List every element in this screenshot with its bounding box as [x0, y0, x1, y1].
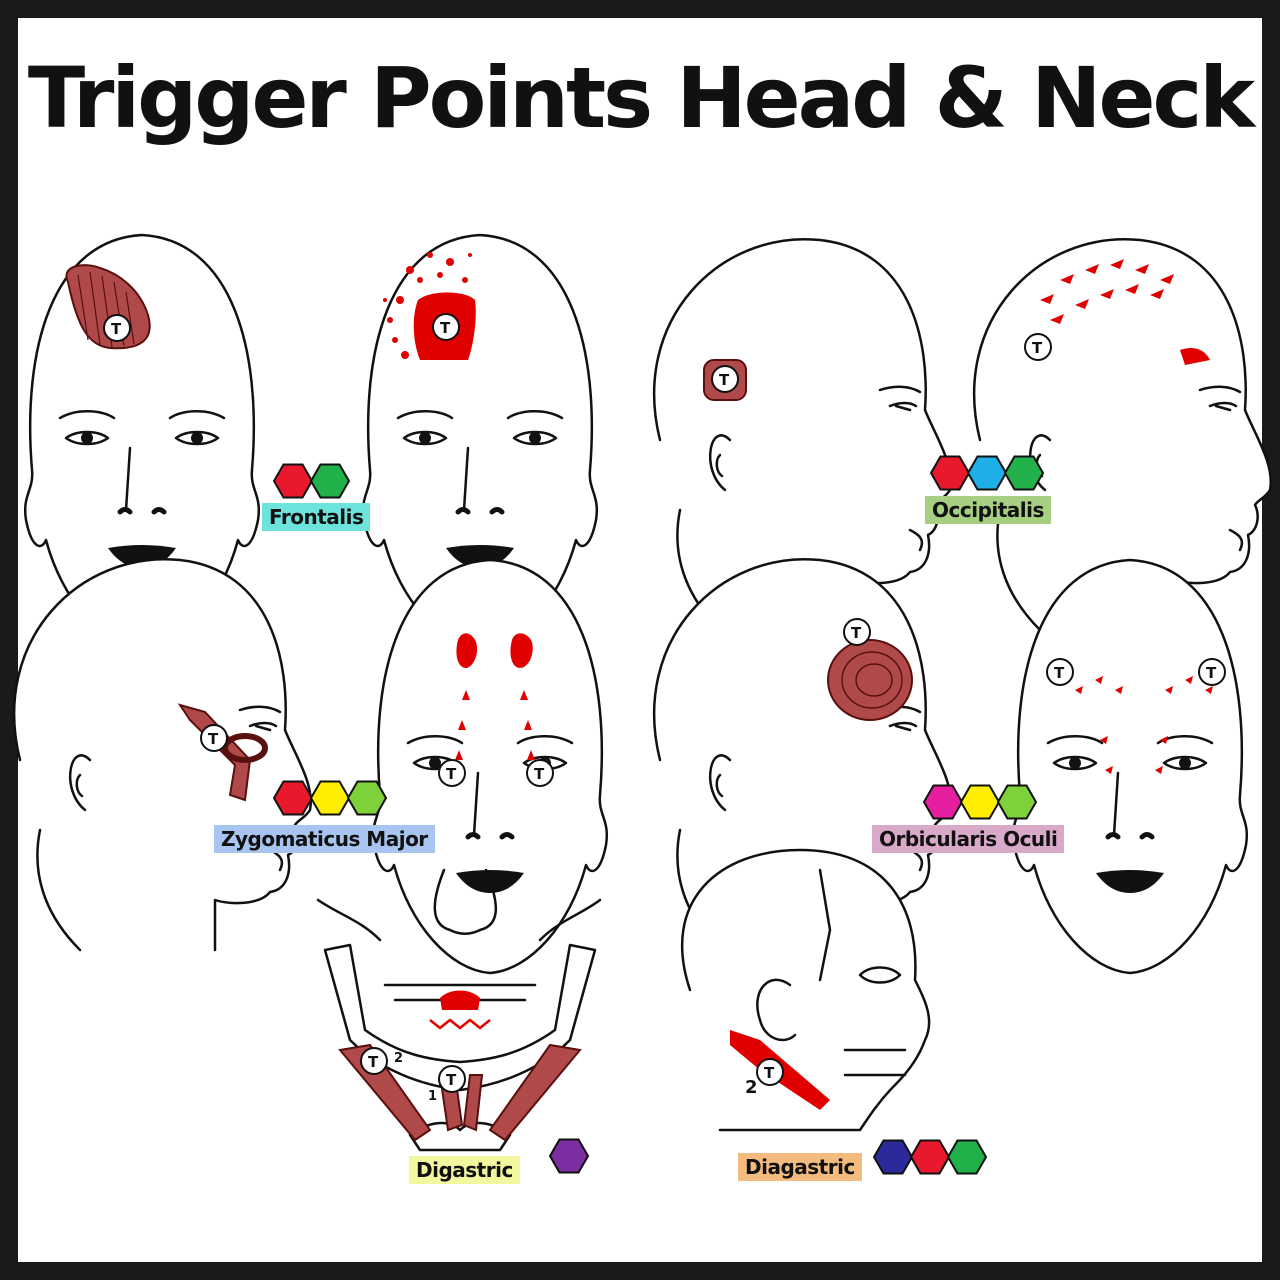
label-occipitalis: Occipitalis [925, 496, 1051, 524]
trigger-marker: T [111, 320, 122, 338]
label-frontalis-text: Frontalis [269, 505, 363, 529]
trigger-marker: T [764, 1064, 775, 1082]
digastric-point-number-2: 2 [394, 1051, 403, 1066]
trigger-marker: T [208, 730, 219, 748]
hex-badge [911, 1141, 949, 1174]
trigger-marker: T [719, 371, 730, 389]
label-zygomaticus-major: Zygomaticus Major [214, 825, 435, 853]
hex-badge [1005, 457, 1043, 490]
hex-badge [348, 782, 386, 815]
hex-badge [948, 1141, 986, 1174]
label-frontalis: Frontalis [262, 503, 370, 531]
hex-badge [961, 786, 999, 819]
label-zygomaticus-major-text: Zygomaticus Major [221, 827, 428, 851]
zygomaticus-referral-face [373, 560, 607, 973]
trigger-marker: T [1032, 339, 1043, 357]
trigger-marker: T [440, 319, 451, 337]
label-diagastric-text: Diagastric [745, 1155, 855, 1179]
digastric-referral-teeth [440, 991, 480, 1011]
hex-badge [998, 786, 1036, 819]
label-occipitalis-text: Occipitalis [932, 498, 1044, 522]
hex-badge [924, 786, 962, 819]
label-orbicularis-oculi: Orbicularis Oculi [872, 825, 1064, 853]
hex-badge [550, 1140, 588, 1173]
label-diagastric: Diagastric [738, 1153, 862, 1181]
hex-badge [311, 465, 349, 498]
hex-badge [874, 1141, 912, 1174]
hex-badge [311, 782, 349, 815]
trigger-marker: T [1206, 664, 1217, 682]
trigger-marker: T [1054, 664, 1065, 682]
hex-badge [968, 457, 1006, 490]
trigger-marker: T [851, 624, 862, 642]
digastric-point-number-1: 1 [428, 1089, 437, 1104]
trigger-marker: T [446, 765, 457, 783]
orbicularis-referral-face [1013, 560, 1247, 973]
label-digastric: Digastric [409, 1156, 520, 1184]
trigger-marker: T [534, 765, 545, 783]
trigger-marker: T [446, 1071, 457, 1089]
zygomaticus-side-head [14, 559, 311, 950]
trigger-marker: T [368, 1053, 379, 1071]
label-digastric-text: Digastric [416, 1158, 513, 1182]
hex-badge [274, 465, 312, 498]
hex-badge [274, 782, 312, 815]
hex-badge [931, 457, 969, 490]
diagastric-point-number-2: 2 [745, 1077, 758, 1098]
label-orbicularis-oculi-text: Orbicularis Oculi [879, 827, 1057, 851]
